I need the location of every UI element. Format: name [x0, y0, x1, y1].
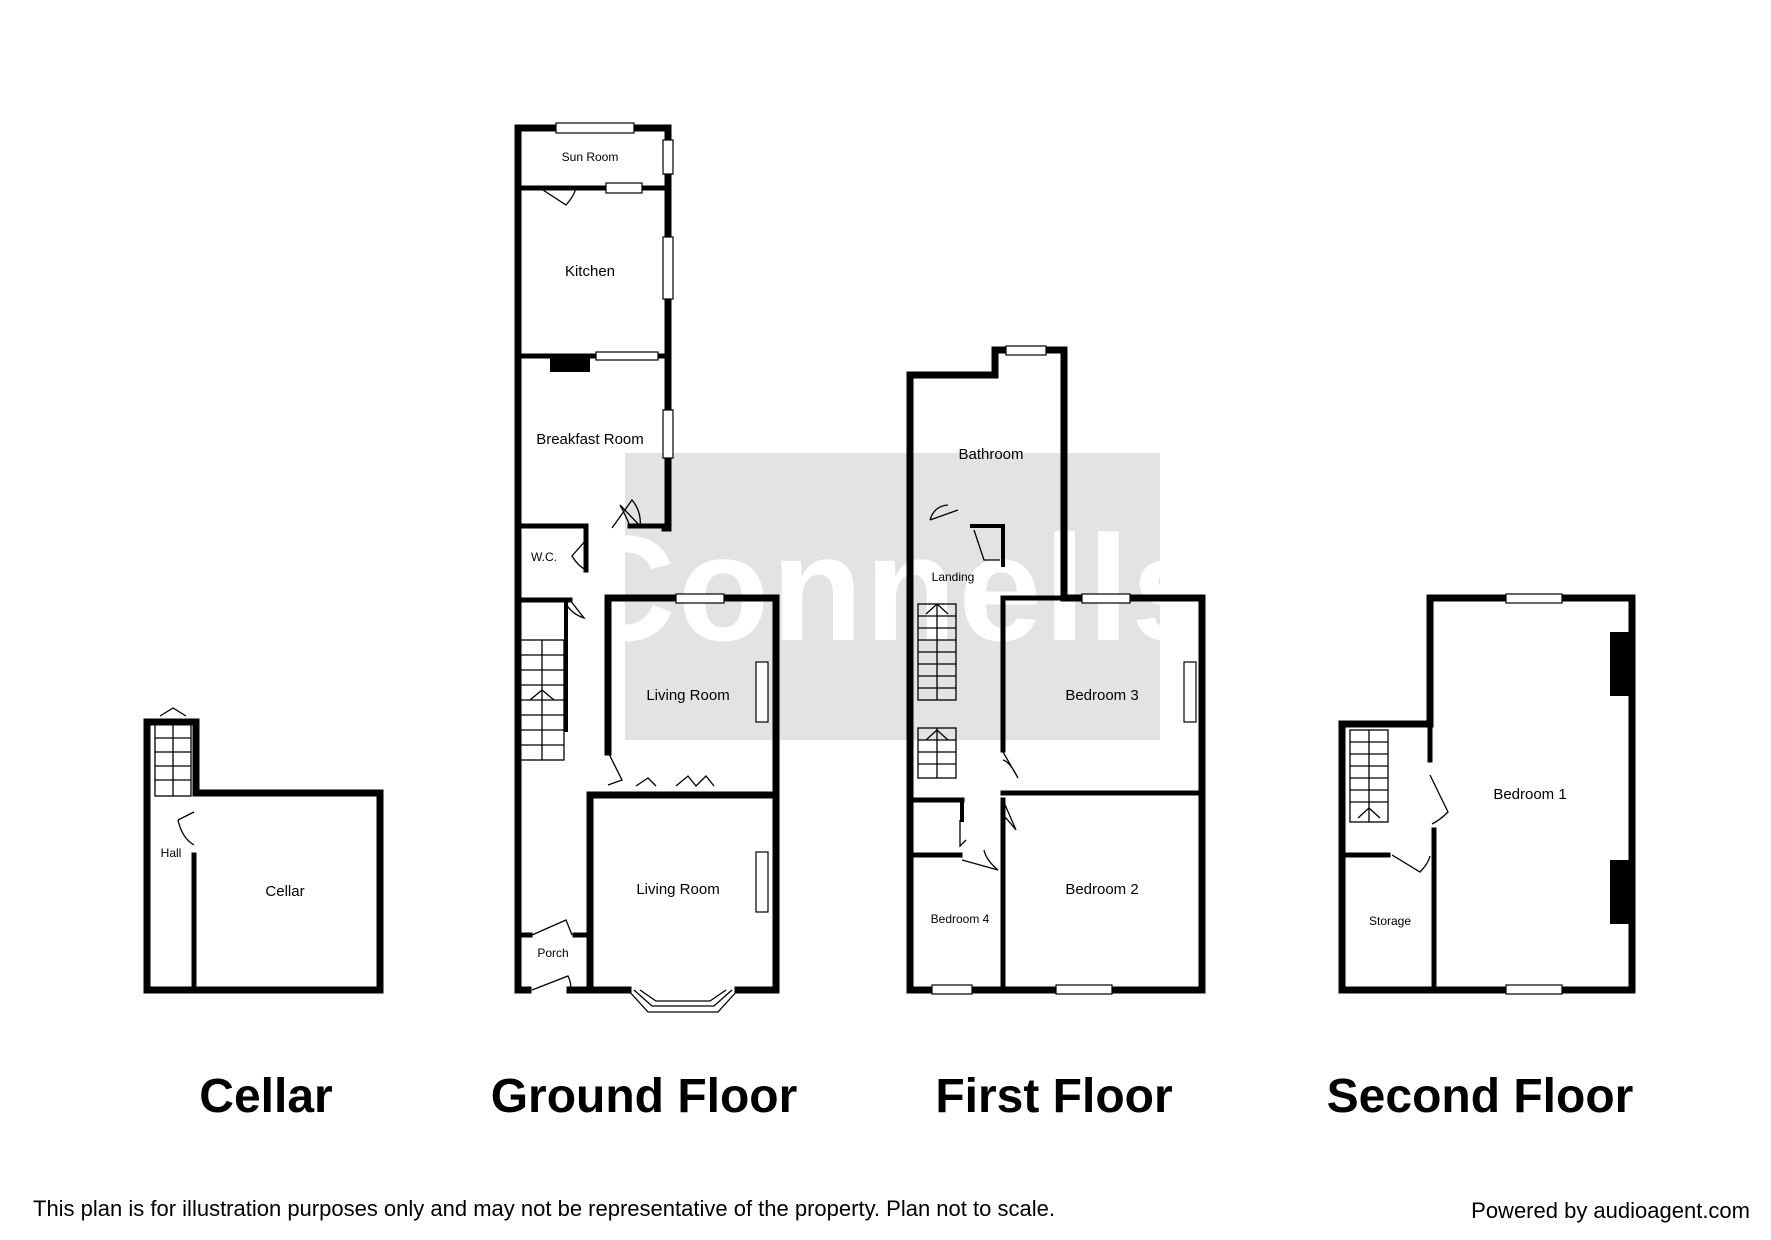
- bedroom4-label: Bedroom 4: [931, 912, 990, 926]
- bedroom4-window: [931, 984, 973, 995]
- breakfast-doorway: [595, 351, 659, 361]
- living-room-rear-label: Living Room: [646, 687, 729, 704]
- bedroom2-window: [1055, 984, 1113, 995]
- credit-text: Powered by audioagent.com: [1471, 1198, 1750, 1223]
- storage-label: Storage: [1369, 914, 1411, 928]
- kitchen-label: Kitchen: [565, 263, 615, 280]
- bathroom-label: Bathroom: [958, 446, 1023, 463]
- bedroom1-chimney-lower: [1610, 860, 1630, 924]
- kitchen-side-window: [662, 236, 674, 300]
- cellar-room-label: Cellar: [265, 883, 304, 900]
- first-bathroom-cupboard: [970, 524, 1005, 567]
- wc-label: W.C.: [531, 550, 557, 564]
- bedroom2-label: Bedroom 2: [1065, 881, 1138, 898]
- disclaimer-text: This plan is for illustration purposes o…: [33, 1196, 1055, 1221]
- ground-bay-window: [627, 989, 739, 1013]
- sun-room-roof-window: [555, 122, 635, 134]
- first-floor-plan: Bathroom Landing Bedroom 3 Bedroom 2 Bed…: [906, 345, 1206, 1123]
- ground-doors: [531, 187, 715, 991]
- breakfast-side-window: [662, 409, 674, 459]
- second-floor-title: Second Floor: [1327, 1070, 1634, 1123]
- second-stairs: [1349, 729, 1389, 823]
- second-doors: [1391, 774, 1449, 873]
- living-front-fireplace: [755, 851, 769, 913]
- first-stairs: [917, 603, 957, 779]
- bedroom3-label: Bedroom 3: [1065, 687, 1138, 704]
- bedroom1-label: Bedroom 1: [1493, 786, 1566, 803]
- cellar-stairs: [154, 707, 192, 797]
- chimney-breast: [550, 356, 590, 372]
- sun-room-label: Sun Room: [562, 150, 619, 164]
- sun-room-side-window: [662, 139, 674, 175]
- bedroom1-chimney-upper: [1610, 632, 1630, 696]
- ground-stairs: [519, 639, 565, 761]
- watermark-text: Connells: [567, 504, 1216, 672]
- bedroom3-window: [1081, 593, 1131, 604]
- ground-floor-plan: Sun Room Kitchen Breakfast Room W.C. Liv…: [491, 122, 798, 1123]
- landing-label: Landing: [932, 570, 975, 584]
- second-floor-plan: Bedroom 1 Storage Second Floor: [1327, 593, 1636, 1123]
- bedroom1-front-window: [1505, 984, 1563, 995]
- first-outline: [906, 346, 1206, 994]
- second-outline: [1338, 594, 1636, 994]
- hall-label: Hall: [161, 846, 182, 860]
- cellar-title: Cellar: [199, 1070, 332, 1123]
- cellar-plan: Hall Cellar Cellar: [143, 707, 384, 1123]
- bedroom3-fireplace: [1183, 661, 1197, 723]
- living-room-front-label: Living Room: [636, 881, 719, 898]
- cellar-outline: [143, 718, 384, 994]
- porch-label: Porch: [537, 946, 568, 960]
- first-floor-title: First Floor: [935, 1070, 1172, 1123]
- living-rear-window: [675, 593, 725, 604]
- living-rear-fireplace: [755, 661, 769, 723]
- breakfast-room-label: Breakfast Room: [536, 431, 644, 448]
- ground-front-left-wall: [586, 594, 632, 994]
- cellar-door: [177, 811, 195, 846]
- bathroom-window: [1005, 345, 1047, 356]
- first-doors: [929, 504, 1019, 871]
- ground-floor-title: Ground Floor: [491, 1070, 798, 1123]
- bedroom1-back-window: [1505, 593, 1563, 604]
- kitchen-back-window: [605, 182, 643, 194]
